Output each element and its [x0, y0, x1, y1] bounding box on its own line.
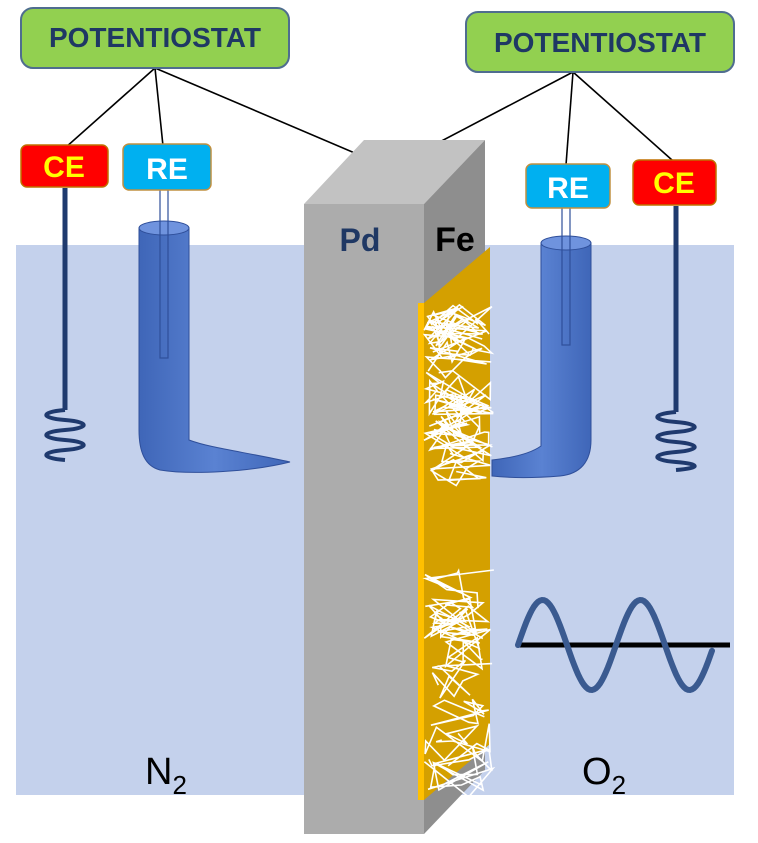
fe-texture-stroke — [424, 723, 491, 763]
left-reference-electrode: RE — [122, 143, 291, 473]
ac-signal — [515, 596, 730, 694]
wire-left-to-re — [154, 67, 164, 147]
fe-surface-texture — [422, 303, 496, 799]
fe-texture-stroke — [422, 568, 494, 609]
left-ce-coil — [44, 408, 86, 462]
left-potentiostat: POTENTIOSTAT — [20, 7, 290, 69]
fe-texture-stroke — [428, 604, 491, 640]
wire-left-to-pd — [154, 67, 391, 169]
right-potentiostat-box — [465, 11, 735, 73]
left-ce-box — [20, 144, 109, 188]
fe-texture-stroke — [424, 340, 492, 379]
right-potentiostat-label: POTENTIOSTAT — [494, 27, 706, 58]
fe-texture-stroke — [426, 309, 478, 347]
left-re-box — [122, 143, 212, 191]
pd-label: Pd — [340, 222, 381, 258]
fe-texture-stroke — [423, 304, 490, 340]
connection-wires — [64, 67, 673, 169]
pd-membrane-top-face — [304, 140, 485, 204]
fe-texture-stroke — [422, 320, 487, 361]
fe-layer-edge — [418, 303, 424, 800]
left-gas-symbol: N — [145, 751, 172, 793]
right-reference-electrode: RE — [491, 163, 611, 478]
right-gas-subscript: 2 — [612, 770, 626, 800]
ac-signal-sine-wave — [515, 596, 715, 694]
fe-texture-stroke — [431, 659, 493, 699]
wire-right-to-re — [565, 71, 574, 166]
left-re-tube-top — [138, 220, 190, 236]
right-ce-label: CE — [653, 167, 695, 200]
fe-texture-stroke — [430, 698, 489, 726]
left-gas-label: N2 — [145, 751, 187, 800]
right-ce-box — [632, 159, 717, 206]
fe-texture-stroke — [429, 409, 483, 450]
fe-texture-stroke — [439, 628, 492, 671]
fe-layer: Fe — [418, 221, 496, 800]
fe-texture-stroke — [429, 452, 487, 487]
right-ce-coil — [655, 410, 697, 472]
right-potentiostat: POTENTIOSTAT — [465, 11, 735, 73]
fe-texture-stroke — [428, 742, 493, 776]
left-ce-label: CE — [43, 151, 85, 184]
right-gas-label: O2 — [582, 751, 626, 800]
right-gas-symbol: O — [582, 751, 612, 793]
left-counter-electrode: CE — [20, 144, 109, 462]
left-gas-subscript: 2 — [172, 770, 186, 800]
left-potentiostat-label: POTENTIOSTAT — [49, 22, 261, 53]
left-re-tube — [138, 227, 291, 473]
wire-left-to-ce — [64, 67, 156, 149]
right-re-box — [525, 163, 611, 209]
right-re-label: RE — [547, 172, 589, 205]
left-potentiostat-box — [20, 7, 290, 69]
fe-label: Fe — [435, 221, 475, 259]
fe-texture-stroke — [423, 761, 496, 799]
right-counter-electrode: CE — [632, 159, 717, 472]
fe-texture-stroke — [423, 369, 492, 405]
left-re-label: RE — [146, 153, 188, 186]
right-re-tube-top — [540, 235, 592, 251]
pd-membrane-front-face — [304, 204, 424, 834]
right-re-tube — [491, 242, 592, 478]
wire-right-to-ce — [572, 71, 673, 161]
